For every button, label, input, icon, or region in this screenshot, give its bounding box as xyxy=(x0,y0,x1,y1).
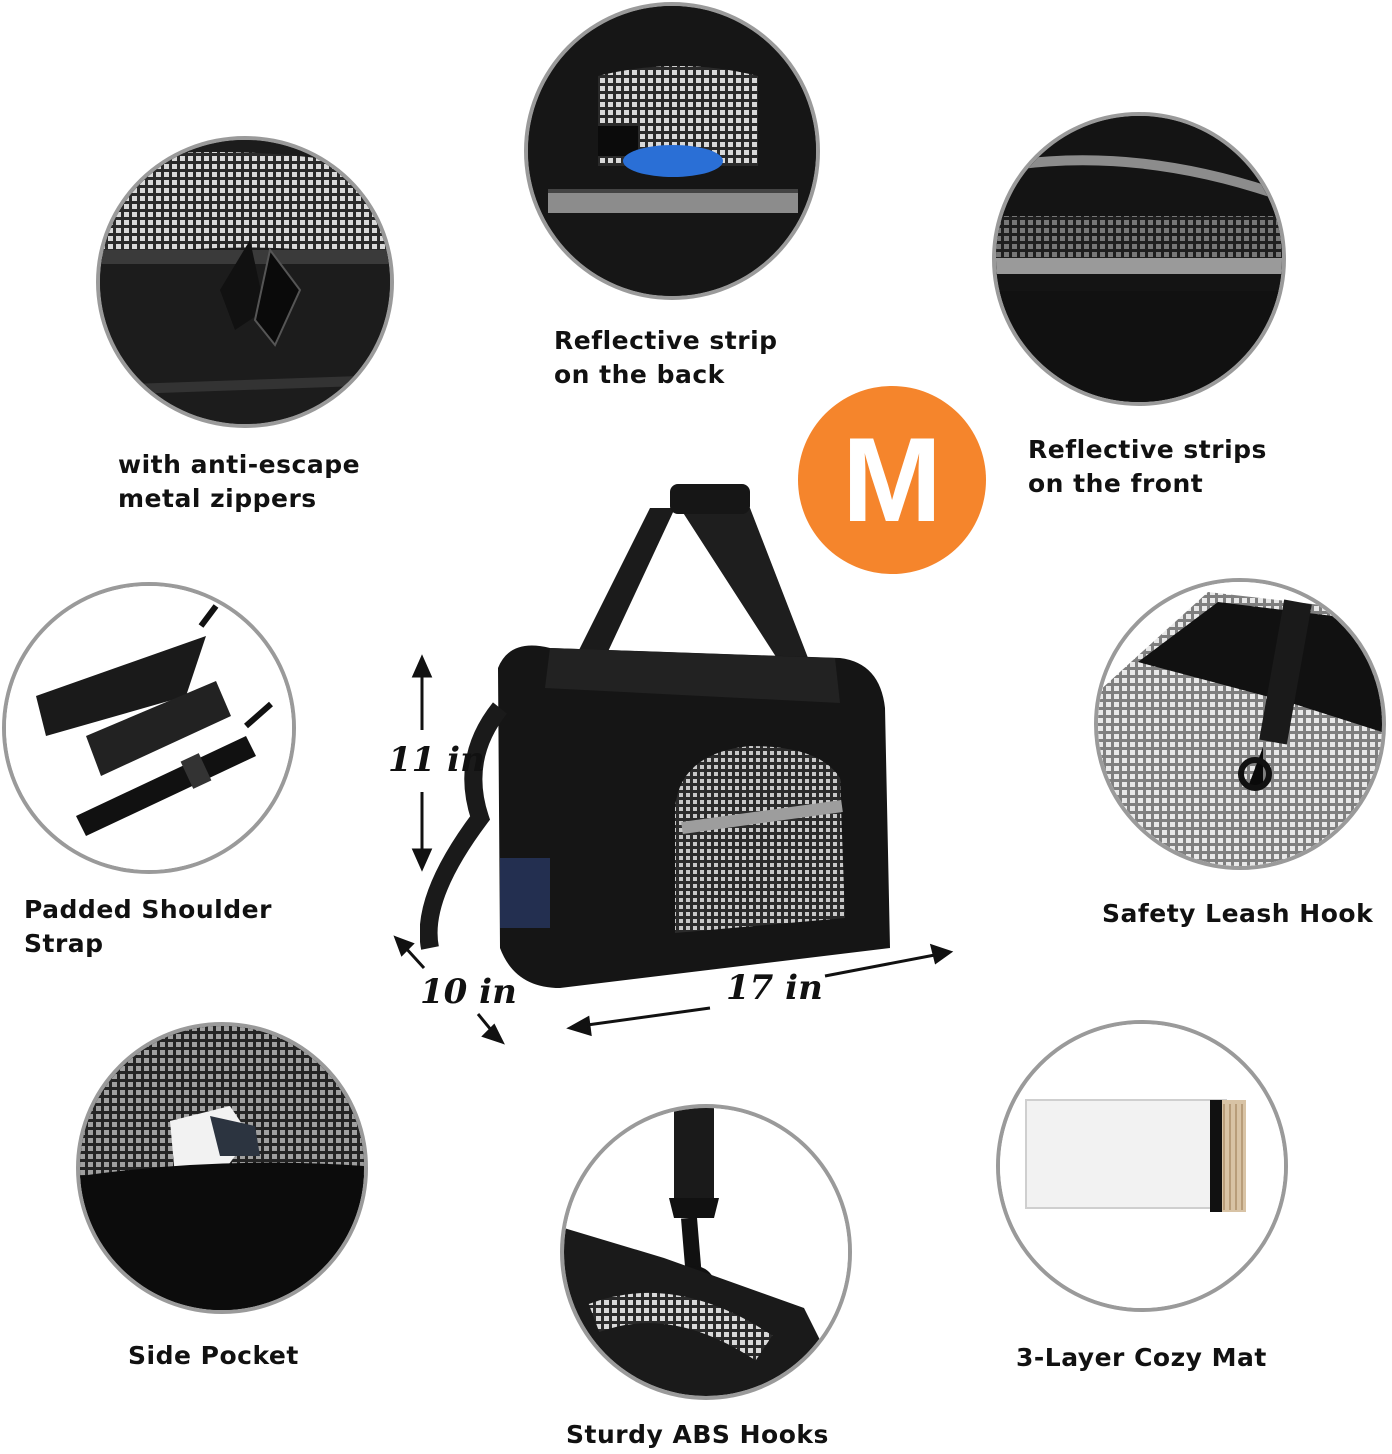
abs-hook-photo-icon xyxy=(560,1104,852,1400)
dimension-height: 11 in xyxy=(388,740,485,780)
caption-side-pocket: Side Pocket xyxy=(128,1341,299,1370)
caption-zippers: with anti-escape metal zippers xyxy=(118,450,361,513)
dimension-arrows xyxy=(393,654,954,1045)
caption-shoulder-strap: Padded Shoulder Strap xyxy=(24,895,272,958)
back-pocket-photo-icon xyxy=(524,2,820,300)
pet-carrier-bag-image xyxy=(420,478,980,1038)
strap-photo-icon xyxy=(2,582,296,874)
caption-abs-hooks: Sturdy ABS Hooks xyxy=(566,1420,829,1449)
size-badge-label: M xyxy=(842,413,942,547)
dimension-width: 17 in xyxy=(726,968,823,1008)
leash-hook-photo-icon xyxy=(1094,578,1386,870)
caption-reflective-back: Reflective strip on the back xyxy=(554,326,778,389)
side-pocket-photo-icon xyxy=(76,1022,368,1314)
size-badge: M xyxy=(798,386,986,574)
caption-reflective-front: Reflective strips on the front xyxy=(1028,435,1267,498)
caption-leash-hook: Safety Leash Hook xyxy=(1102,899,1374,928)
mat-photo-icon xyxy=(996,1020,1288,1312)
dimension-depth: 10 in xyxy=(420,972,517,1012)
front-window-photo-icon xyxy=(992,112,1286,406)
caption-cozy-mat: 3-Layer Cozy Mat xyxy=(1016,1343,1267,1372)
zipper-photo-icon xyxy=(96,136,394,428)
